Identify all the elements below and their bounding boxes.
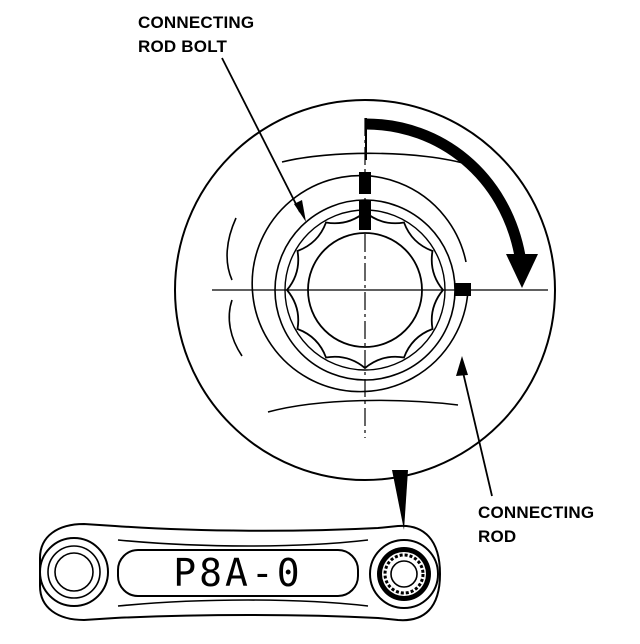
rod-outline [39,522,442,622]
detail-pointer [392,470,408,530]
rod-label-line1: CONNECTING [478,503,594,522]
rod-label-line2: ROD [478,527,516,546]
big-end-inner [47,545,101,599]
rod-label: CONNECTING ROD [478,503,594,546]
rod-leader-line [461,367,493,497]
paint-mark-bolt [359,200,371,230]
bolt-leader-arrowhead [294,200,306,222]
small-end-bolt-ring [382,552,426,596]
rod-body-bottom-edge [267,399,459,413]
bolt-label: CONNECTING ROD BOLT [138,13,254,56]
small-end-outer [369,539,439,609]
stamp-code-box [117,549,359,597]
small-end-bolt-center [390,560,418,588]
bolt-label-line1: CONNECTING [138,13,254,32]
stamp-code-text: P8A-0 [173,551,302,595]
paint-mark-upper [359,172,371,194]
rotation-arrowhead [506,254,538,288]
rotation-arrow-shaft [365,118,526,258]
rod-left-curve-lower [228,299,243,357]
big-end-bore [54,552,94,592]
paint-mark-right [455,283,471,296]
rod-rib-bottom [117,599,369,607]
bolt-label-line2: ROD BOLT [138,37,228,56]
rod-left-curve-upper [226,217,237,281]
big-end-outer [39,537,109,607]
connecting-rod-assembly: P8A-0 [39,522,442,622]
small-end-bolt-teeth [383,553,425,595]
rod-boss-outer-circle [251,174,469,393]
rod-rib-top [117,539,369,547]
rod-body-top-edge [281,152,471,166]
bolt-leader-line [221,57,301,213]
rod-leader-arrowhead [456,356,468,376]
magnified-view-circle [174,99,556,481]
